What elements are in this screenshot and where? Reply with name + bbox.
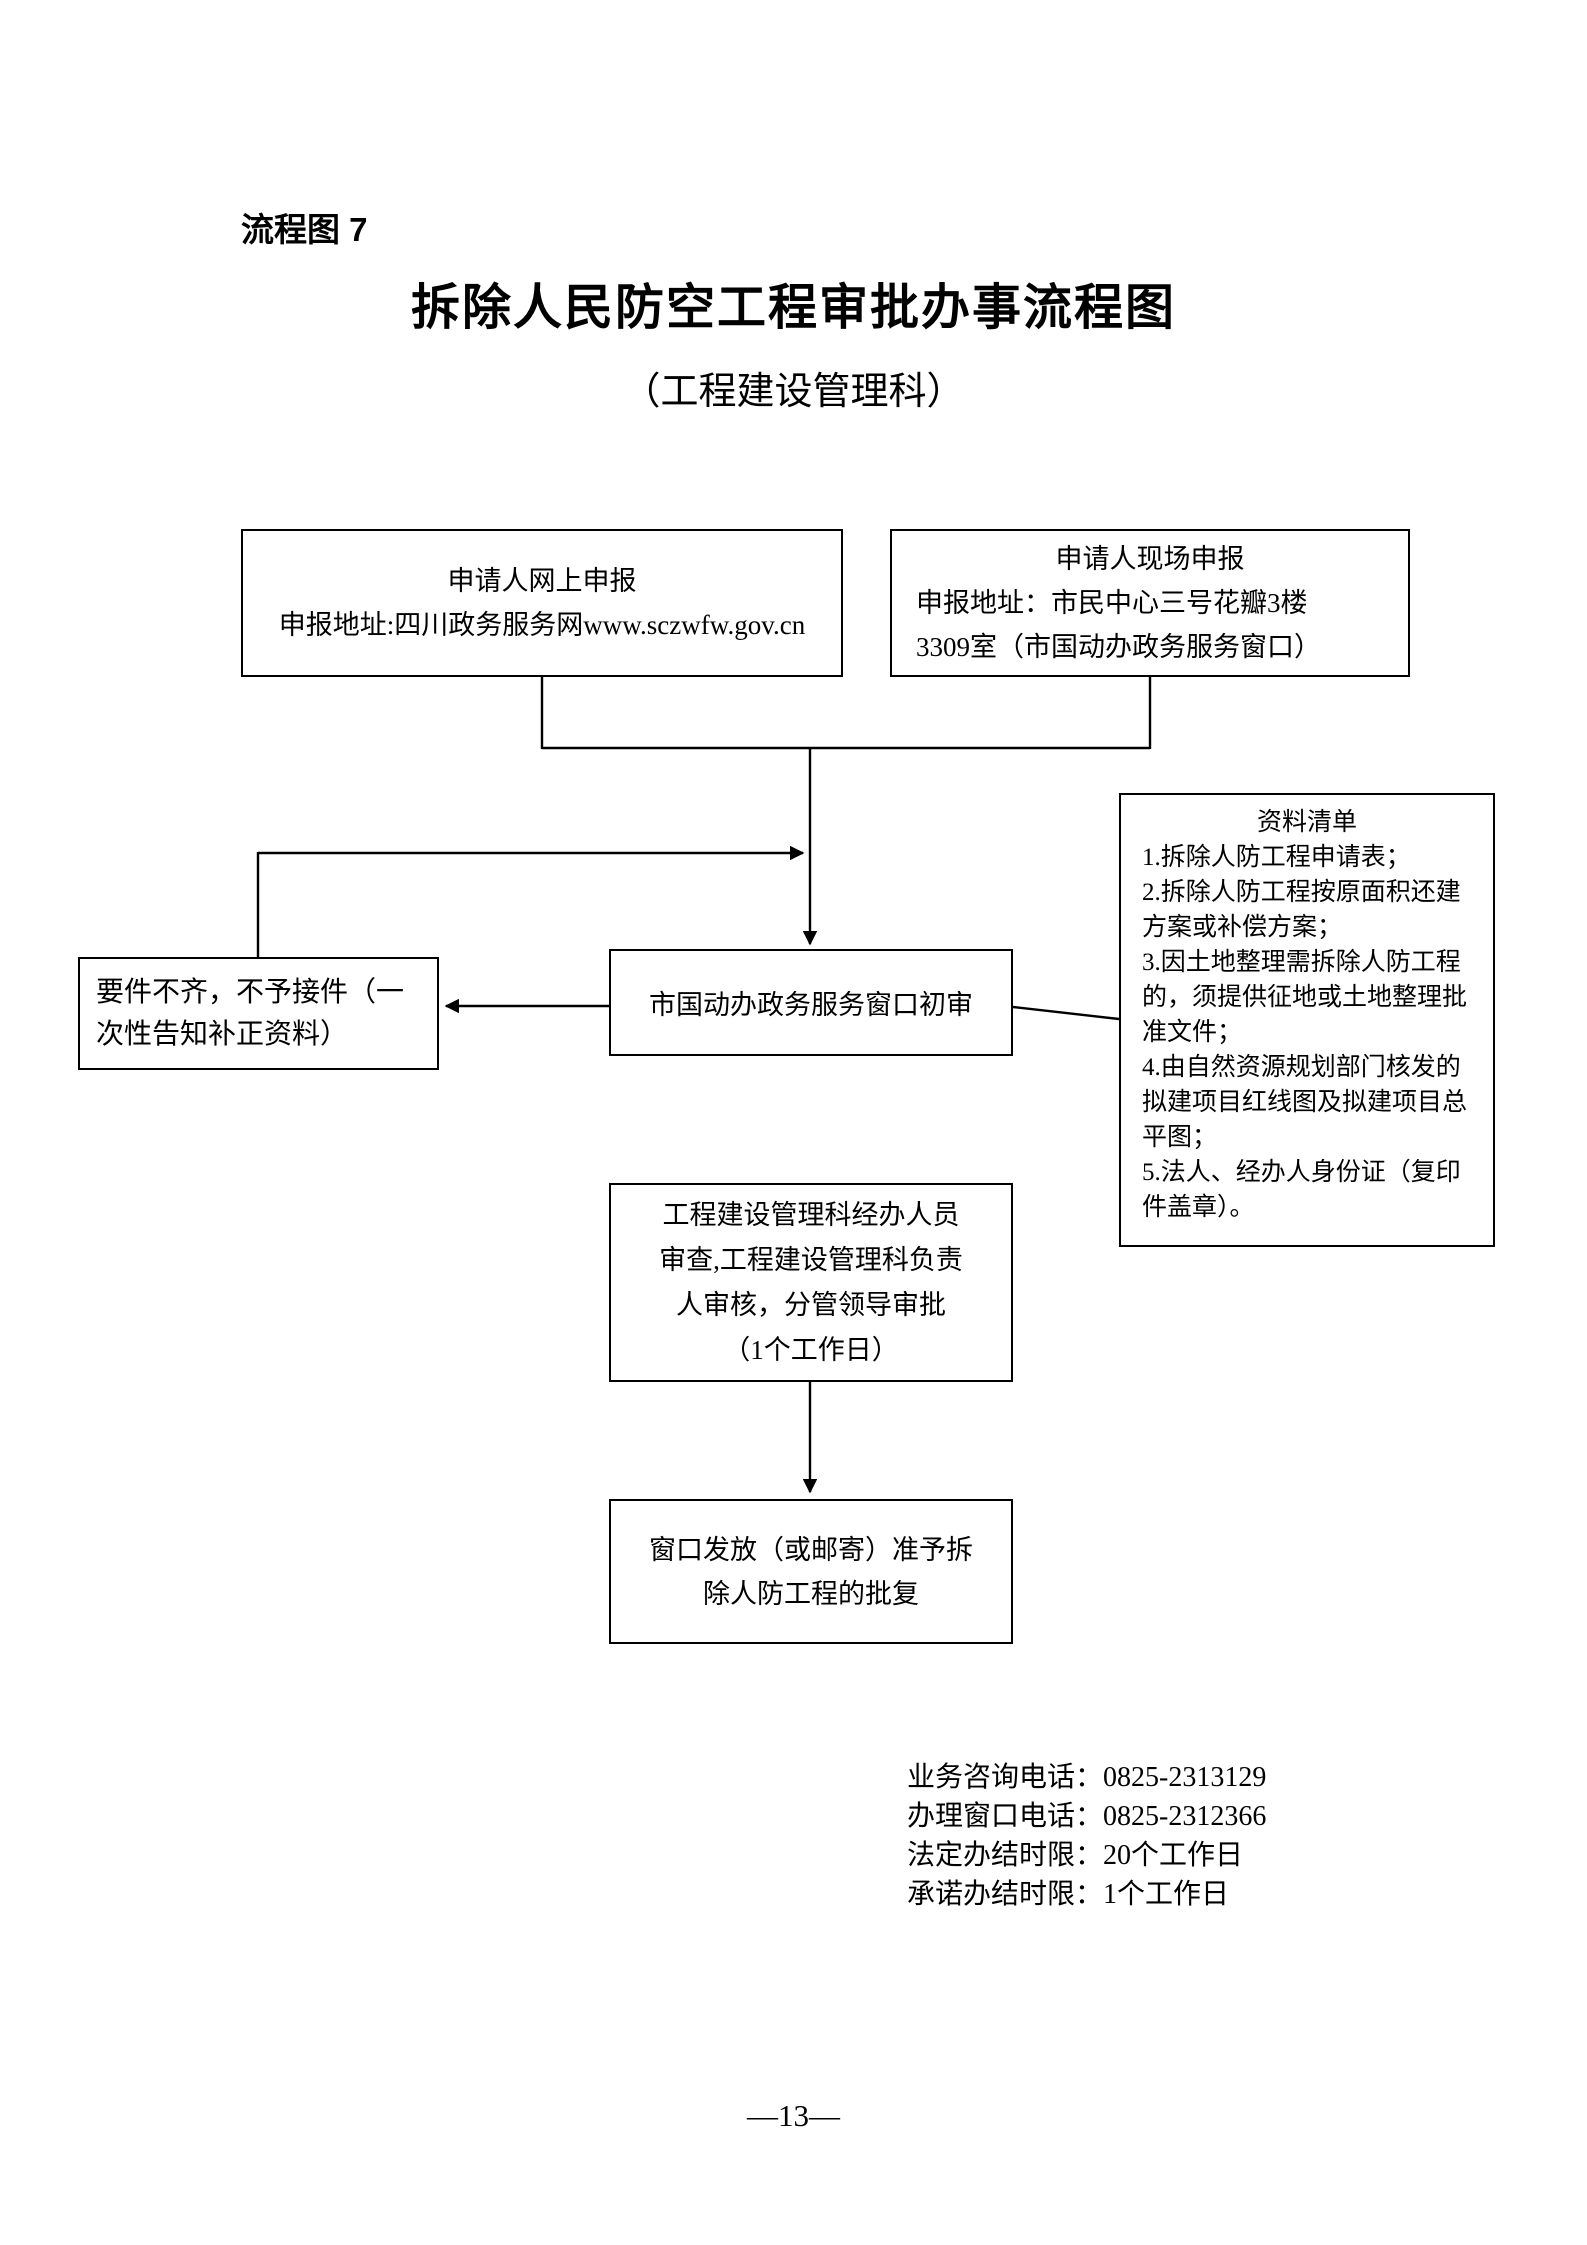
box-materials-list: 资料清单 1.拆除人防工程申请表； 2.拆除人防工程按原面积还建方案或补偿方案；… — [1119, 793, 1495, 1247]
materials-list-item: 5.法人、经办人身份证（复印件盖章）。 — [1142, 1159, 1461, 1221]
materials-list-item: 1.拆除人防工程申请表； — [1142, 844, 1411, 871]
materials-list-item: 2.拆除人防工程按原面积还建方案或补偿方案； — [1142, 879, 1461, 941]
online-apply-line: 申请人网上申报 — [447, 566, 637, 596]
dept-review-line-2: 审查,工程建设管理科负责 — [659, 1244, 963, 1275]
page-subtitle: （工程建设管理科） — [622, 371, 965, 413]
issue-approval-line-1: 窗口发放（或邮寄）准予拆 — [649, 1534, 973, 1565]
box-issue-approval: 窗口发放（或邮寄）准予拆 除人防工程的批复 — [609, 1499, 1013, 1644]
onsite-apply-address-1: 申报地址：市民中心三号花瓣3楼 — [916, 588, 1308, 618]
onsite-apply-line: 申请人现场申报 — [1055, 544, 1245, 574]
contact-line: 业务咨询电话：0825-2313129 — [907, 1762, 1267, 1793]
box-online-apply: 申请人网上申报 申报地址:四川政务服务网www.sczwfw.gov.cn — [241, 529, 843, 677]
figure-label: 流程图 7 — [241, 211, 368, 248]
dept-review-line-1: 工程建设管理科经办人员 — [662, 1199, 960, 1230]
initial-review-label: 市国动办政务服务窗口初审 — [649, 990, 973, 1020]
reject-line-1: 要件不齐，不予接件（一 — [96, 976, 405, 1008]
dept-review-line-4: （1个工作日） — [723, 1334, 899, 1365]
issue-approval-line-2: 除人防工程的批复 — [703, 1578, 919, 1609]
reject-line-2: 次性告知补正资料） — [96, 1018, 349, 1050]
contact-line: 法定办结时限：20个工作日 — [907, 1840, 1244, 1871]
contact-line: 办理窗口电话：0825-2312366 — [907, 1801, 1267, 1832]
page-number: —13— — [747, 2098, 840, 2133]
connector-review-to-materials — [1012, 1005, 1120, 1021]
box-reject-notice: 要件不齐，不予接件（一 次性告知补正资料） — [78, 957, 439, 1070]
box-onsite-apply: 申请人现场申报 申报地址：市民中心三号花瓣3楼 3309室（市国动办政务服务窗口… — [890, 529, 1410, 677]
materials-list-item: 3.因土地整理需拆除人防工程的，须提供征地或土地整理批准文件； — [1142, 949, 1468, 1046]
page-title: 拆除人民防空工程审批办事流程图 — [410, 280, 1176, 335]
onsite-apply-address-2: 3309室（市国动办政务服务窗口） — [916, 632, 1321, 662]
contact-info: 业务咨询电话：0825-2313129 办理窗口电话：0825-2312366 … — [907, 1758, 1266, 1914]
contact-line: 承诺办结时限：1个工作日 — [907, 1879, 1230, 1910]
materials-list-title: 资料清单 — [1256, 809, 1357, 836]
online-apply-address: 申报地址:四川政务服务网www.sczwfw.gov.cn — [278, 610, 806, 640]
box-dept-review: 工程建设管理科经办人员 审查,工程建设管理科负责 人审核，分管领导审批 （1个工… — [609, 1183, 1013, 1382]
dept-review-line-3: 人审核，分管领导审批 — [676, 1289, 946, 1320]
materials-list-item: 4.由自然资源规划部门核发的拟建项目红线图及拟建项目总平图； — [1142, 1054, 1468, 1151]
box-initial-review: 市国动办政务服务窗口初审 — [609, 949, 1013, 1056]
